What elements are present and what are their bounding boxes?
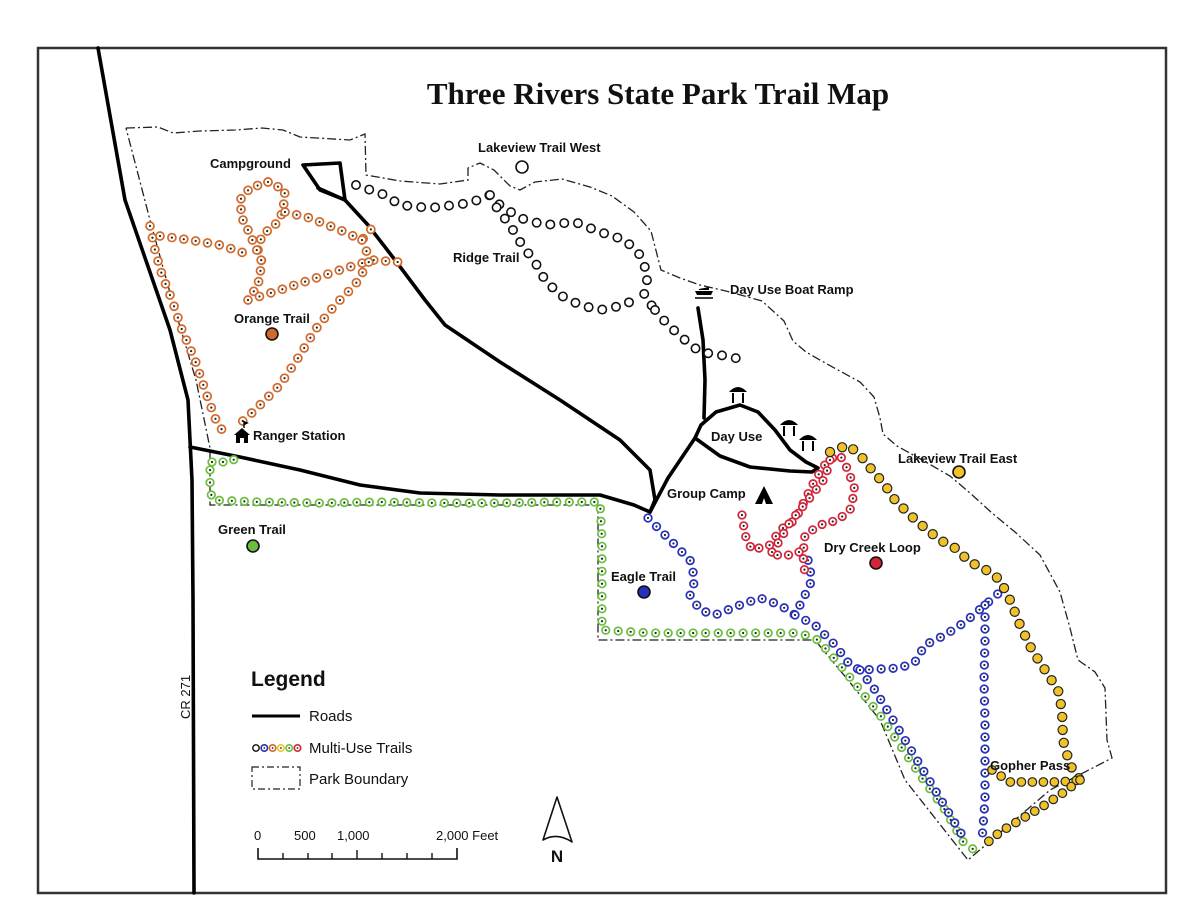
place-label: Lakeview Trail West [478, 140, 601, 155]
ranger-station-icon [234, 421, 250, 443]
place-label: Ranger Station [253, 428, 346, 443]
scale-tick-2000: 2,000 Feet [436, 828, 499, 843]
trail-marker-icon [869, 556, 883, 570]
place-label: Gopher Pass [990, 758, 1070, 773]
north-arrow: N [542, 796, 573, 866]
trail-marker-icon [265, 327, 279, 341]
park-roads [188, 161, 820, 514]
place-label: Lakeview Trail East [898, 451, 1018, 466]
place-label: Orange Trail [234, 311, 310, 326]
trail-markers [246, 160, 966, 599]
road-label-cr271: CR 271 [178, 675, 193, 719]
place-label: Day Use Boat Ramp [730, 282, 854, 297]
trail-marker-icon [515, 160, 529, 174]
pavilion-icon [780, 420, 798, 436]
legend-title: Legend [251, 668, 326, 691]
tent-icon [755, 486, 773, 504]
legend-boundary-swatch [251, 766, 301, 790]
place-label: Dry Creek Loop [824, 540, 921, 555]
legend-trails-label: Multi-Use Trails [309, 740, 412, 757]
boat-ramp-icon [695, 287, 713, 299]
legend-roads-label: Roads [309, 708, 352, 725]
scale-tick-0: 0 [254, 828, 261, 843]
place-label: Eagle Trail [611, 569, 676, 584]
park-boundary [125, 126, 1113, 861]
legend: Legend Roads Multi-Use Trails Park Bound… [251, 668, 412, 790]
scale-bar: 0 500 1,000 2,000 Feet [254, 828, 499, 860]
place-label: Green Trail [218, 522, 286, 537]
trail-marker-icon [952, 465, 966, 479]
place-label: Campground [210, 156, 291, 171]
legend-trails-swatch [252, 743, 302, 752]
map-title: Three Rivers State Park Trail Map [427, 76, 889, 111]
place-label: Group Camp [667, 486, 746, 501]
map-frame [36, 46, 1168, 895]
north-arrow-icon [542, 796, 573, 843]
county-road-cr271 [96, 46, 196, 895]
multi-use-trails [145, 177, 1085, 854]
pavilion-icon [729, 387, 747, 403]
legend-boundary-label: Park Boundary [309, 771, 409, 788]
north-label: N [551, 847, 563, 866]
trail-marker-icon [637, 585, 651, 599]
scale-tick-500: 500 [294, 828, 316, 843]
pavilion-icon [799, 435, 817, 451]
place-label: Ridge Trail [453, 250, 519, 265]
place-label: Day Use [711, 429, 762, 444]
trail-marker-icon [246, 539, 260, 553]
scale-tick-1000: 1,000 [337, 828, 370, 843]
